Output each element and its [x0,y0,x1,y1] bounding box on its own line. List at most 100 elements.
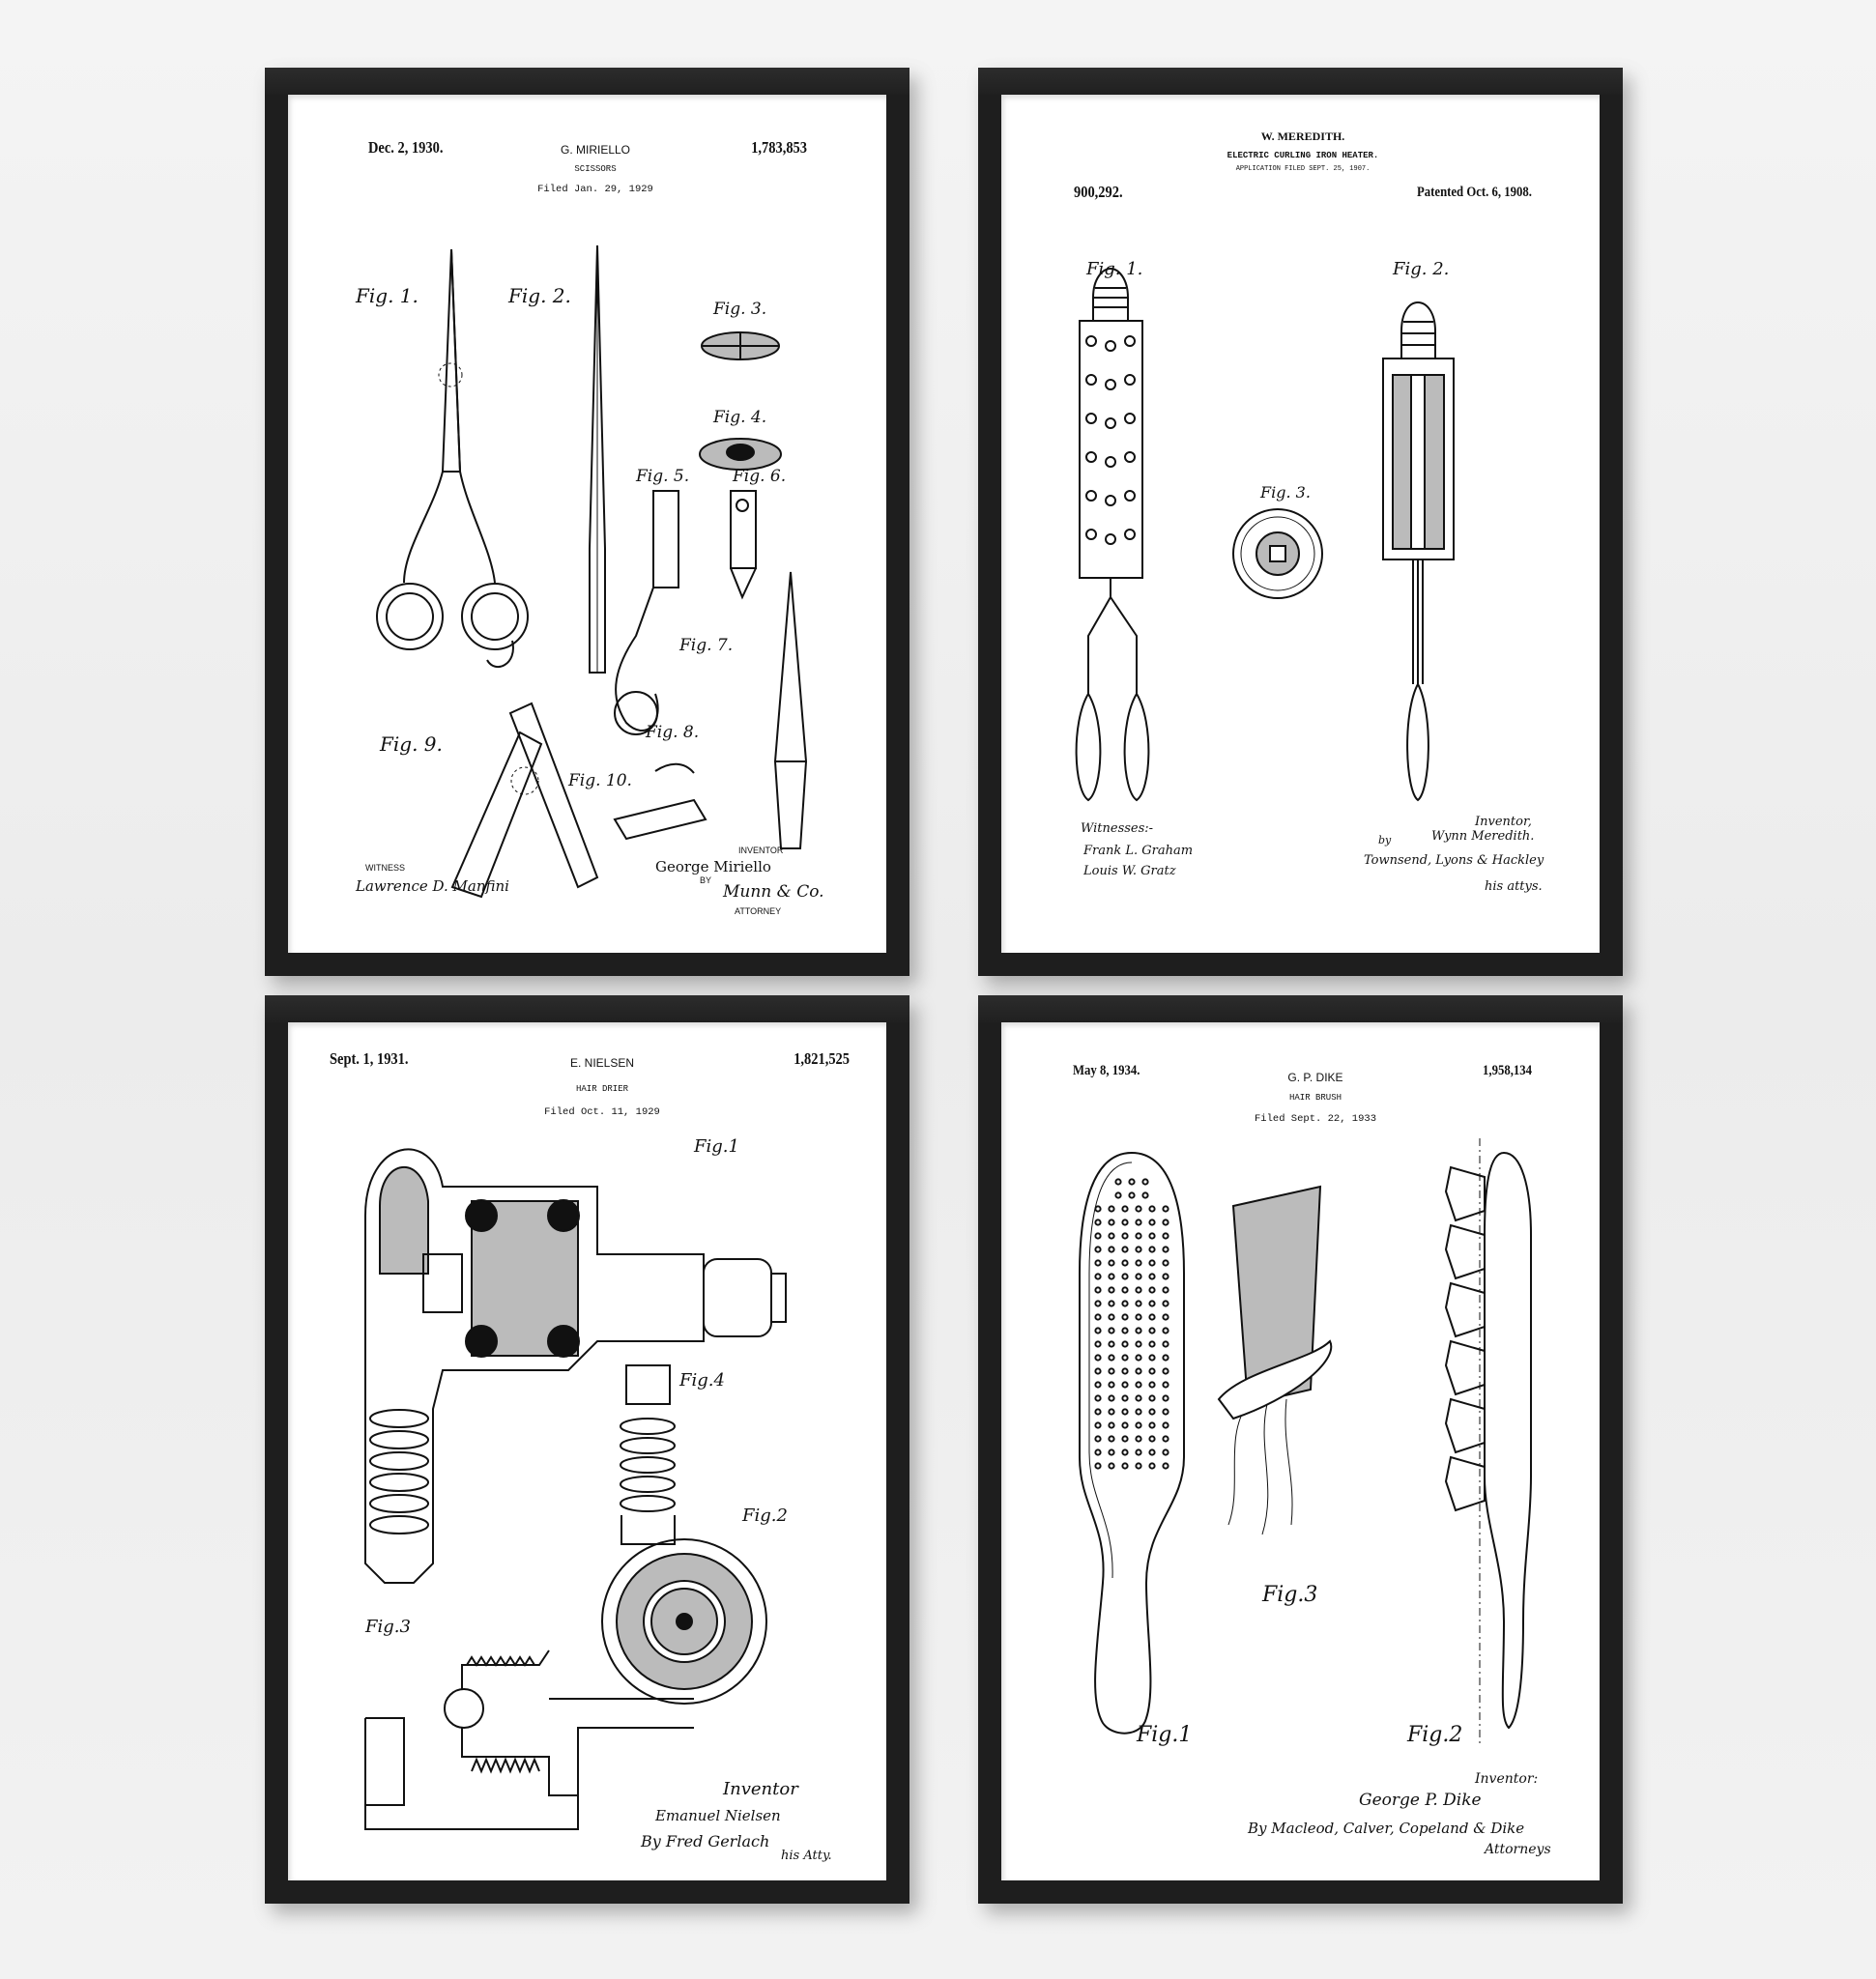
bristle-hole [1121,1354,1129,1362]
figure-label: Fig. 7. [679,636,734,655]
inventor-label: Inventor, [1475,815,1532,829]
bristle-hole [1148,1259,1156,1267]
bristle-hole [1121,1340,1129,1348]
bristle-hole [1121,1421,1129,1429]
bristle-hole [1094,1286,1102,1294]
bristle-hole [1162,1435,1169,1443]
figure-label: Fig.2 [742,1506,788,1526]
bristle-hole [1148,1246,1156,1253]
bristle-hole [1162,1205,1169,1213]
witness-signature: Lawrence D. Manfini [356,877,509,895]
attorney-signature: By Fred Gerlach [641,1832,770,1850]
bristle-hole [1162,1340,1169,1348]
figure-label: Fig. 10. [568,771,632,790]
frame-hair-brush: May 8, 1934. G. P. DIKE 1,958,134 HAIR B… [978,995,1623,1904]
inventor-header: G. P. DIKE [1287,1071,1343,1084]
figure-label: Fig.2 [1407,1723,1463,1747]
figure-label: Fig. 2. [1393,259,1450,279]
bristle-hole [1108,1286,1115,1294]
hair-brush-fig1 [1079,1151,1185,1735]
patent-number: 1,783,853 [751,138,807,157]
figure-label: Fig. 1. [1086,259,1143,279]
attorney-signature: By Macleod, Calver, Copeland & Dike [1248,1820,1525,1837]
bristle-hole [1108,1300,1115,1307]
filed-date: Filed Jan. 29, 1929 [537,184,653,195]
frame-scissors: Dec. 2, 1930. G. MIRIELLO 1,783,853 SCIS… [265,68,909,976]
bristle-hole [1094,1462,1102,1470]
bristle-hole [1108,1205,1115,1213]
bristle-hole [1108,1259,1115,1267]
figure-label: Fig. 5. [636,467,690,486]
bristle-hole [1148,1421,1156,1429]
bristle-hole [1135,1462,1142,1470]
bristle-hole [1135,1448,1142,1456]
bristle-hole [1162,1259,1169,1267]
poster-hair-drier-patent: Sept. 1, 1931. E. NIELSEN 1,821,525 HAIR… [288,1022,886,1880]
attorney-label: his Atty. [781,1849,832,1863]
bristle-hole [1108,1246,1115,1253]
patent-date: May 8, 1934. [1073,1063,1140,1078]
bristle-hole [1162,1232,1169,1240]
bristle-tuft [1444,1455,1486,1512]
bristle-hole [1135,1259,1142,1267]
scissors-fig5-fig6 [614,490,757,735]
bristle-hole [1094,1246,1102,1253]
bristle-hole [1121,1448,1129,1456]
inventor-header: W. MEREDITH. [1260,129,1345,143]
bristle-hole [1162,1408,1169,1416]
scissors-drawing [376,244,808,899]
scissors-fig9 [450,702,599,899]
bristle-tuft [1444,1223,1486,1280]
bristle-hole [1108,1367,1115,1375]
inventor-label: Inventor [723,1779,798,1799]
bristle-hole [1141,1191,1149,1199]
bristle-hole [1135,1381,1142,1389]
curling-iron-fig2 [1382,301,1455,802]
patent-title: HAIR DRIER [575,1084,629,1094]
bristle-hole [1135,1205,1142,1213]
bristle-hole [1108,1394,1115,1402]
bristle-hole [1135,1340,1142,1348]
bristle-hole [1135,1219,1142,1226]
witness-signature-2: Louis W. Gratz [1083,864,1176,878]
bristle-tuft [1444,1281,1486,1338]
patented-date: Patented Oct. 6, 1908. [1417,185,1532,200]
figure-label: Fig. 3. [713,300,767,319]
bristle-hole [1094,1394,1102,1402]
bristle-hole [1121,1259,1129,1267]
figure-label: Fig.3 [365,1617,411,1637]
bristle-hole [1094,1354,1102,1362]
patent-number: 900,292. [1074,183,1123,201]
figure-label: Fig. 2. [508,284,571,307]
bristle-hole [1094,1421,1102,1429]
bristle-hole [1094,1340,1102,1348]
frame-curling-iron: W. MEREDITH. ELECTRIC CURLING IRON HEATE… [978,68,1623,976]
figure-label: Fig. 8. [646,723,700,742]
bristle-hole [1162,1394,1169,1402]
bristle-hole [1121,1435,1129,1443]
bristle-hole [1162,1421,1169,1429]
bristle-hole [1148,1435,1156,1443]
bristle-hole [1108,1421,1115,1429]
inventor-name: Emanuel Nielsen [655,1807,781,1824]
bristle-hole [1148,1367,1156,1375]
bristle-hole [1121,1232,1129,1240]
bristle-hole [1094,1435,1102,1443]
witness-signature-1: Frank L. Graham [1083,844,1194,858]
bristle-hole [1108,1313,1115,1321]
bristle-hole [1114,1191,1122,1199]
poster-hair-brush-patent: May 8, 1934. G. P. DIKE 1,958,134 HAIR B… [1001,1022,1600,1880]
bristle-hole [1148,1394,1156,1402]
figure-label: Fig. 6. [733,467,787,486]
bristle-hole [1094,1219,1102,1226]
bristle-hole [1148,1354,1156,1362]
bristle-tuft [1444,1397,1486,1454]
inventor-header: E. NIELSEN [569,1056,635,1070]
by-label: BY [700,875,712,885]
bristle-hole [1121,1300,1129,1307]
figure-label: Fig. 9. [380,732,443,756]
bristle-hole [1121,1462,1129,1470]
bristle-hole [1135,1313,1142,1321]
bristle-hole [1135,1232,1142,1240]
attorney-label: ATTORNEY [735,906,782,916]
